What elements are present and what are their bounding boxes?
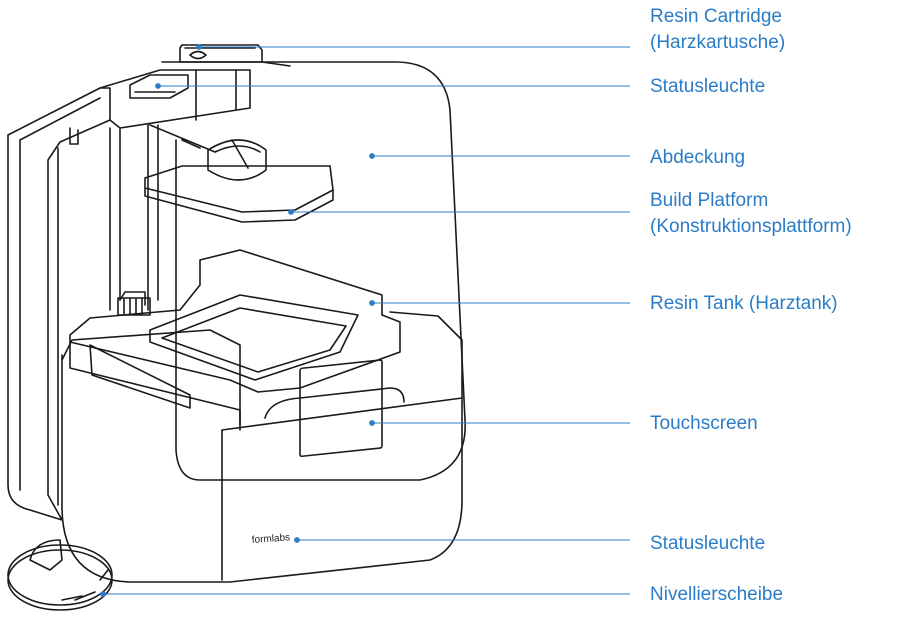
touchscreen-panel <box>299 359 383 458</box>
label-line: Statusleuchte <box>650 533 766 554</box>
label-touchscreen: Touchscreen <box>650 411 758 437</box>
label-line: Resin Cartridge <box>650 6 782 27</box>
label-cover: Abdeckung <box>650 145 745 171</box>
label-line: Abdeckung <box>650 147 746 168</box>
label-line: Nivellierscheibe <box>650 584 784 605</box>
anchor-touchscreen <box>369 420 375 426</box>
label-line: (Konstruktionsplattform) <box>650 216 852 237</box>
anchor-resin-cartridge <box>196 44 202 50</box>
resin-tank-body <box>69 249 401 393</box>
cover-shell <box>161 61 466 481</box>
brand-mark: formlabs <box>251 532 290 546</box>
label-line: Build Platform <box>650 190 769 211</box>
anchor-cover <box>369 153 375 159</box>
label-resin-cartridge: Resin Cartridge (Harzkartusche) <box>650 4 785 56</box>
anchor-status-light-top <box>155 83 161 89</box>
frame-top-bar <box>99 69 251 129</box>
leveling-disc-shape <box>7 539 113 611</box>
build-platform-knob <box>207 139 267 181</box>
label-leveling-disc: Nivellierscheibe <box>650 582 783 608</box>
label-resin-tank: Resin Tank (Harztank) <box>650 291 838 317</box>
anchor-build-platform <box>288 209 294 215</box>
back-frame <box>7 87 111 521</box>
label-status-light-top: Statusleuchte <box>650 74 765 100</box>
label-build-platform: Build Platform (Konstruktionsplattform) <box>650 188 852 240</box>
label-status-light-bottom: Statusleuchte <box>650 531 765 557</box>
anchor-resin-tank <box>369 300 375 306</box>
build-platform-plate <box>144 165 334 213</box>
label-line: Resin Tank (Harztank) <box>650 293 838 314</box>
anchor-leveling-disc <box>100 591 106 597</box>
label-line: Touchscreen <box>650 413 758 434</box>
label-line: (Harzkartusche) <box>650 32 786 53</box>
z-tower <box>109 124 159 311</box>
label-line: Statusleuchte <box>650 76 766 97</box>
anchor-status-light-bottom <box>294 537 300 543</box>
printer-base <box>61 311 463 583</box>
